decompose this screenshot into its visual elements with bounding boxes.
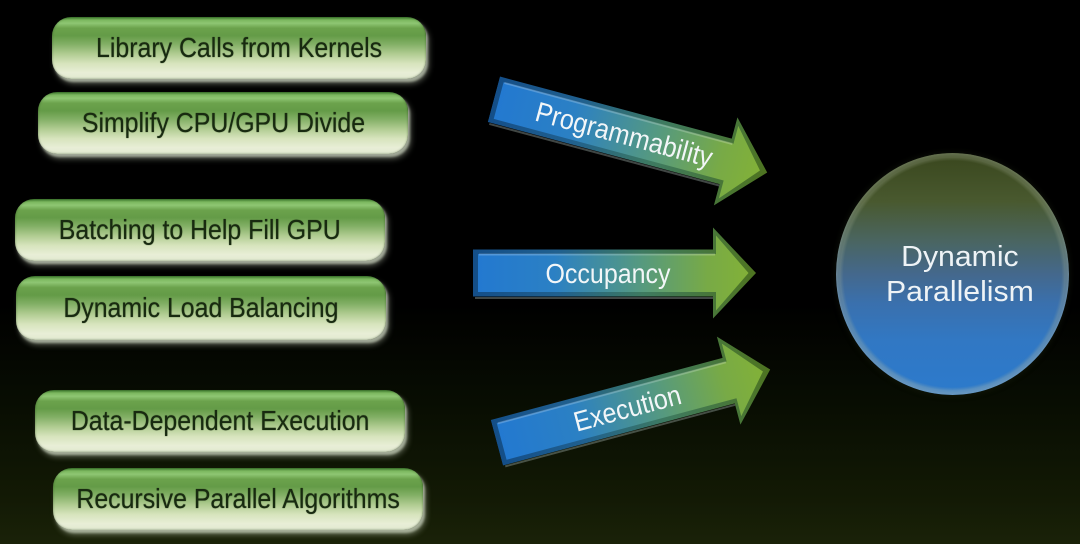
svg-text:Occupancy: Occupancy: [546, 258, 671, 289]
